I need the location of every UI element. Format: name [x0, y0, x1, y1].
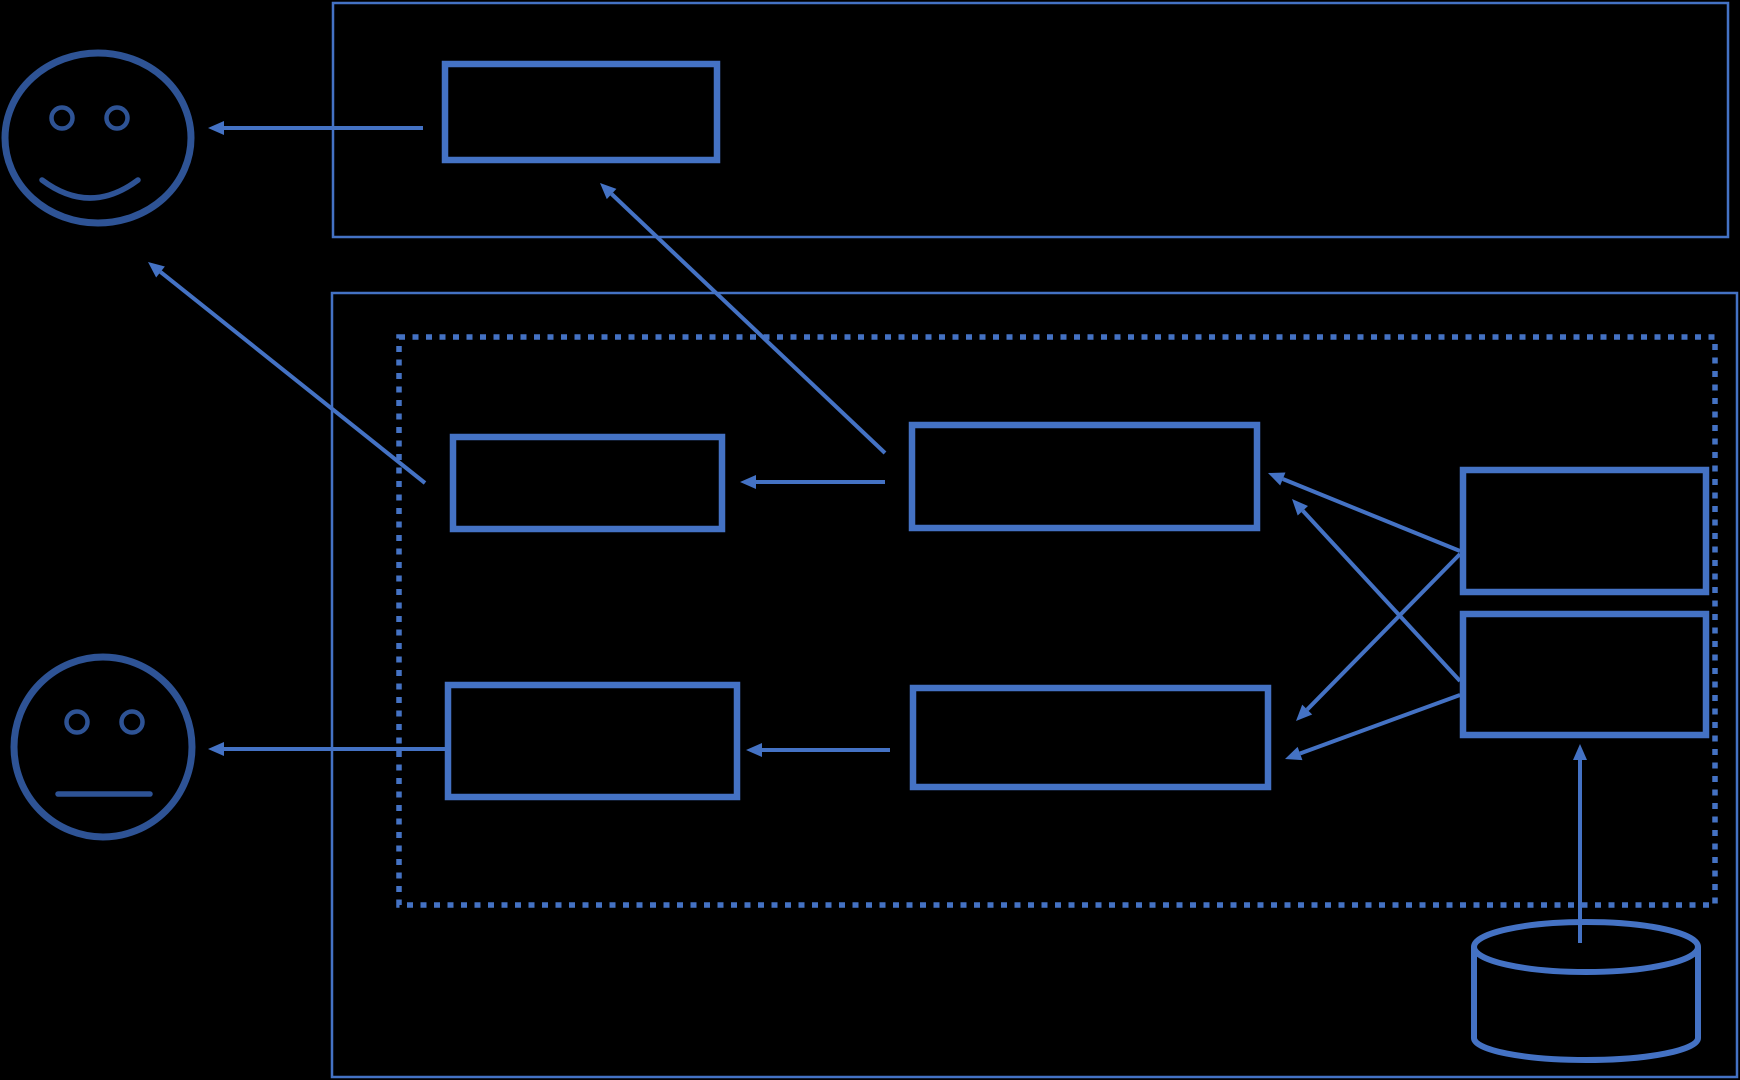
arrow-row1-middle-to-top-box-head	[600, 183, 617, 200]
arrow-row2-left-to-neutral-face-head	[208, 742, 224, 756]
arrow-right-lower-to-row1-middle-line	[1301, 509, 1462, 683]
bottom-system-boundary	[330, 291, 1739, 1079]
neutral-face-eye-right	[119, 709, 145, 735]
row1-left-box	[449, 433, 726, 533]
neutral-face-icon	[10, 653, 196, 841]
happy-face-eye-right	[104, 105, 130, 131]
arrow-right-lower-to-row1-middle-head	[1292, 499, 1308, 516]
arrow-database-to-right-lower-head	[1573, 744, 1587, 760]
arrow-top-box-to-happy-face-head	[208, 121, 224, 135]
top-process-box	[441, 60, 721, 164]
row1-middle-box	[908, 421, 1261, 532]
arrow-right-upper-to-row2-middle-head	[1296, 704, 1313, 721]
dashed-group-boundary	[396, 334, 1718, 908]
happy-face-icon	[1, 49, 195, 227]
neutral-face-eye-left	[64, 709, 90, 735]
arrow-right-lower-to-row2-middle-head	[1285, 746, 1303, 761]
database-icon-top	[1471, 919, 1701, 975]
right-lower-box	[1459, 610, 1710, 739]
arrow-right-lower-to-row2-middle-line	[1299, 693, 1461, 756]
arrow-right-upper-to-row2-middle-line	[1305, 552, 1462, 711]
happy-face-eye-left	[49, 105, 75, 131]
arrow-row2-middle-to-row2-left-head	[746, 743, 762, 757]
row2-left-box	[444, 681, 741, 801]
arrow-row1-middle-to-row1-left-head	[740, 475, 756, 489]
arrow-row1-left-to-happy-face-line	[159, 270, 427, 485]
row2-middle-box	[909, 684, 1272, 791]
database-icon-body	[1471, 947, 1701, 1063]
happy-face-mouth	[39, 177, 141, 201]
arrow-row1-middle-to-top-box-line	[610, 192, 887, 455]
arrow-right-upper-to-row1-middle-line	[1282, 477, 1461, 553]
arrow-right-upper-to-row1-middle-head	[1268, 472, 1286, 486]
right-upper-box	[1459, 466, 1710, 596]
top-system-boundary	[331, 1, 1730, 239]
arrow-row1-left-to-happy-face-head	[148, 262, 165, 278]
